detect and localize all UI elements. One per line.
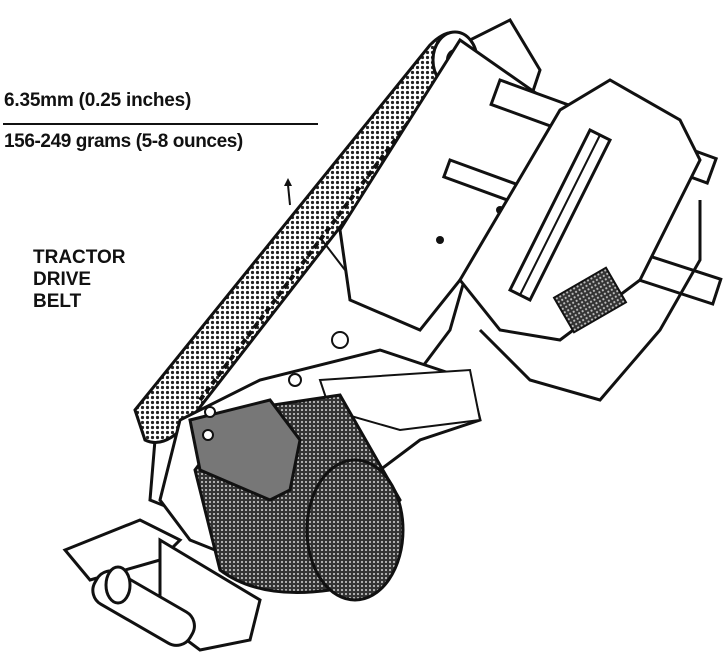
carriage-block [552,266,628,334]
spec-divider [3,123,318,125]
force-spec: 156-249 grams (5-8 ounces) [4,131,243,152]
label-line-3: BELT [33,291,82,312]
nut [331,331,349,349]
motor-bracket [188,398,302,502]
tractor-drive-belt-label: TRACTOR DRIVE BELT [33,247,126,313]
motor [188,393,405,602]
deflection-pointer [287,184,291,206]
deflection-spec: 6.35mm (0.25 inches) [4,90,192,111]
carriage-lower [478,200,702,402]
screw [288,373,302,387]
label-line-1: TRACTOR [33,247,126,268]
motor-end-cap [305,458,405,602]
label-line-2: DRIVE [33,269,92,290]
belt-pointer [321,239,346,271]
